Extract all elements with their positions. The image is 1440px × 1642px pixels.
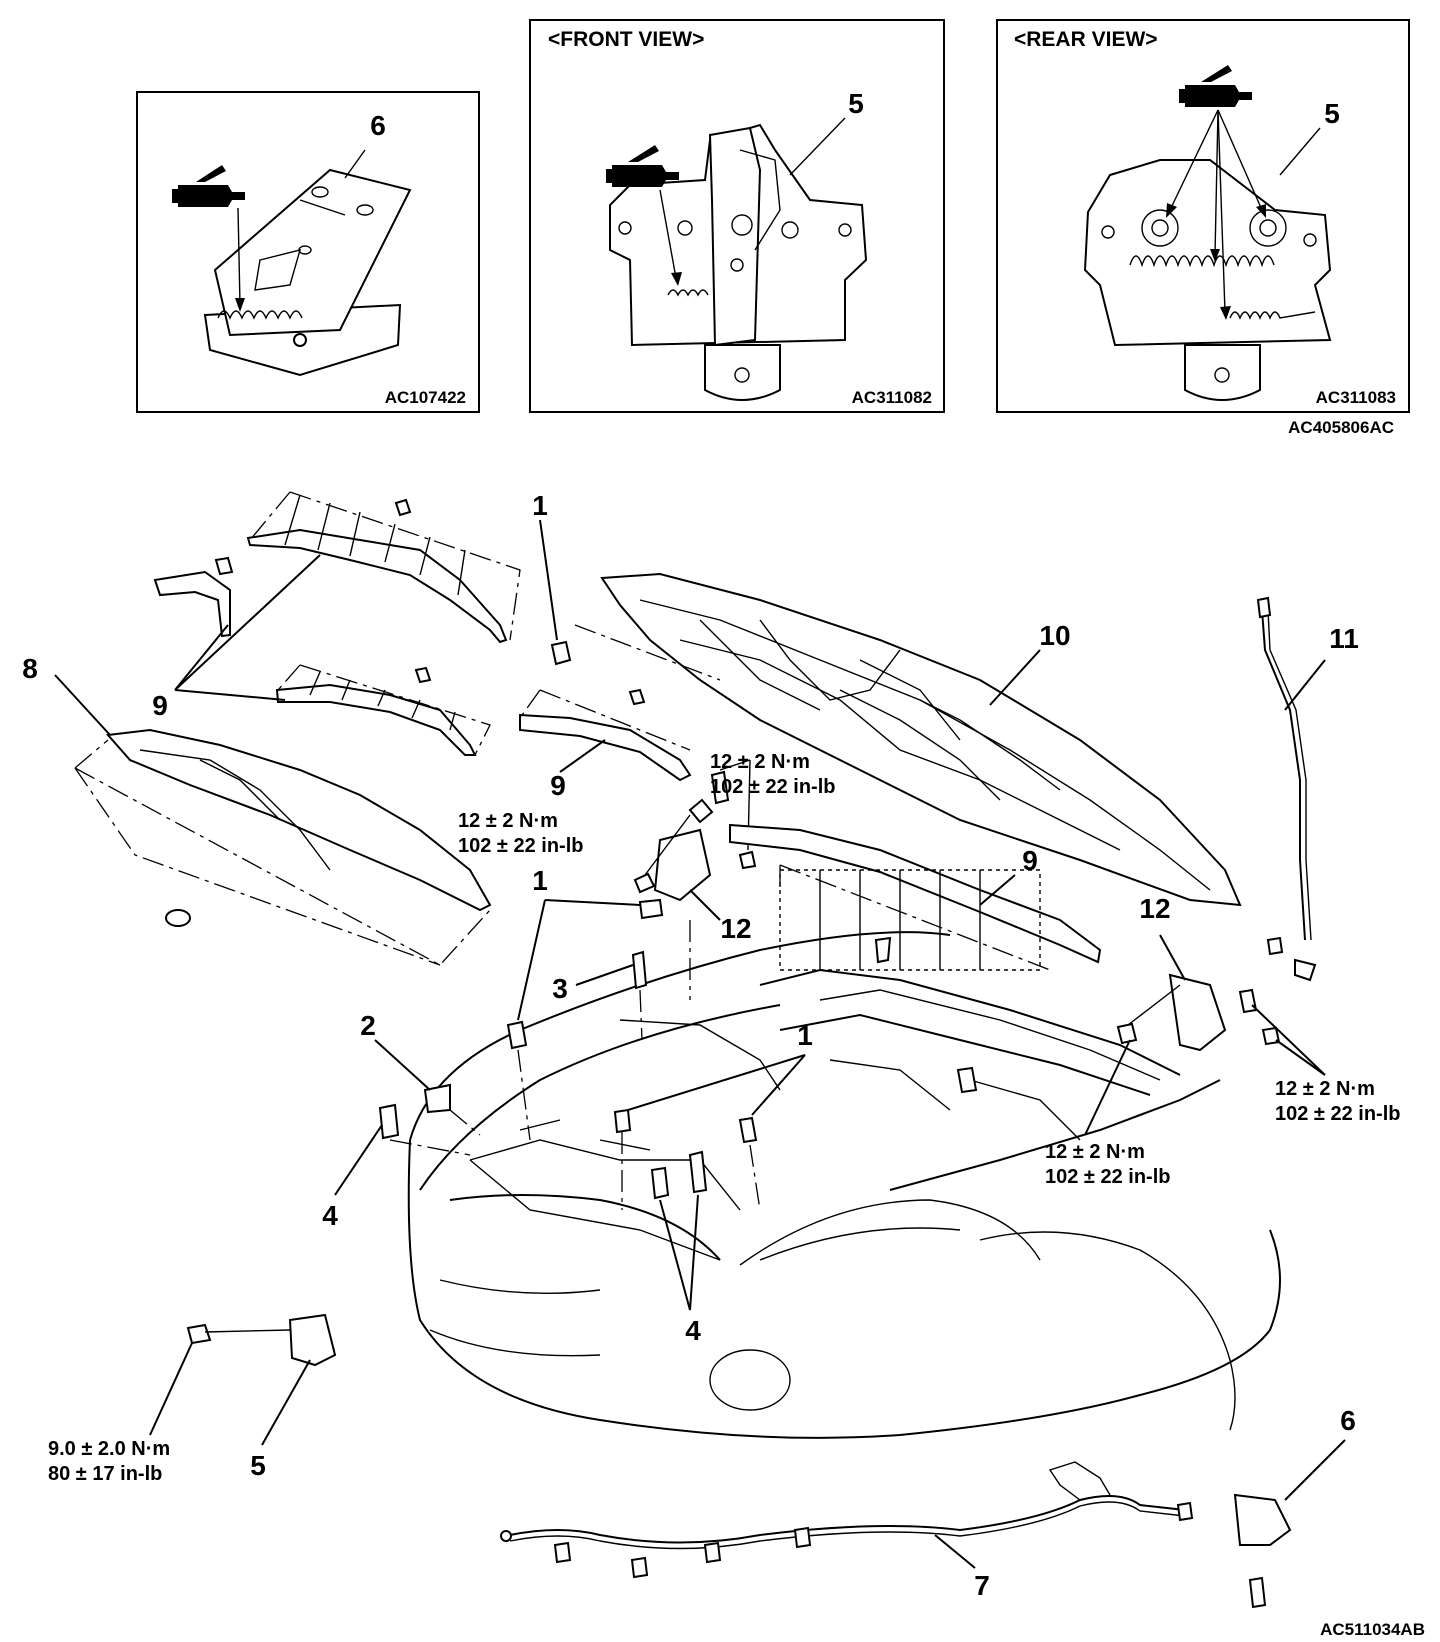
torque-4-inlb: 102 ± 22 in-lb — [1275, 1103, 1400, 1125]
torque-5-inlb: 80 ± 17 in-lb — [48, 1463, 162, 1485]
grease-icon — [1179, 65, 1252, 107]
callout-8: 8 — [22, 653, 38, 684]
callout-2: 2 — [360, 1010, 376, 1041]
grease-icon — [172, 165, 245, 207]
callout-7: 7 — [974, 1570, 990, 1601]
callout-10: 10 — [1039, 620, 1070, 651]
callout-9-right: 9 — [1022, 845, 1038, 876]
grease-icon — [606, 145, 679, 187]
callout-3: 3 — [552, 973, 568, 1004]
hood-insulator — [74, 728, 492, 966]
torque-1-inlb: 102 ± 22 in-lb — [710, 776, 835, 798]
callout-5: 5 — [250, 1450, 266, 1481]
main-exploded-view: 10 1 9 9 — [22, 490, 1425, 1639]
callout-1-mid: 1 — [532, 865, 548, 896]
inset3-callout-5: 5 — [1324, 98, 1340, 129]
callout-4-left: 4 — [322, 1200, 338, 1231]
inset3-code: AC311083 — [1316, 388, 1396, 407]
callout-9-left: 9 — [152, 690, 168, 721]
callout-1-top: 1 — [532, 490, 548, 521]
callout-9-center: 9 — [550, 770, 566, 801]
vehicle-body — [407, 931, 1281, 1439]
callout-4-center: 4 — [685, 1315, 701, 1346]
inset-rear-view: <REAR VIEW> 5 AC311083 — [996, 19, 1410, 413]
callout-11: 11 — [1329, 623, 1359, 654]
torque-4-nm: 12 ± 2 N·m — [1275, 1078, 1375, 1100]
torque-5-nm: 9.0 ± 2.0 N·m — [48, 1438, 170, 1460]
callout-1-low: 1 — [797, 1020, 813, 1051]
torque-2-nm: 12 ± 2 N·m — [458, 810, 558, 832]
inset-front-view: <FRONT VIEW> 5 AC311082 — [529, 19, 945, 413]
torque-3-inlb: 102 ± 22 in-lb — [1045, 1166, 1170, 1188]
callout-12-right: 12 — [1139, 893, 1170, 924]
torque-1-nm: 12 ± 2 N·m — [710, 751, 810, 773]
main-code: AC511034AB — [1320, 1620, 1425, 1639]
inset1-code: AC107422 — [385, 388, 466, 407]
inset-group-code: AC405806AC — [1288, 418, 1394, 437]
inset-hood-lock: 6 AC107422 — [136, 91, 480, 413]
inset1-callout-6: 6 — [370, 110, 386, 141]
inset2-callout-5: 5 — [848, 88, 864, 119]
inset2-title: <FRONT VIEW> — [548, 28, 704, 51]
hood-panel — [600, 572, 1242, 907]
torque-3-nm: 12 ± 2 N·m — [1045, 1141, 1145, 1163]
torque-2-inlb: 102 ± 22 in-lb — [458, 835, 583, 857]
callout-12-left: 12 — [720, 913, 751, 944]
inset3-title: <REAR VIEW> — [1014, 28, 1158, 51]
inset2-code: AC311082 — [852, 388, 932, 407]
callout-6: 6 — [1340, 1405, 1356, 1436]
